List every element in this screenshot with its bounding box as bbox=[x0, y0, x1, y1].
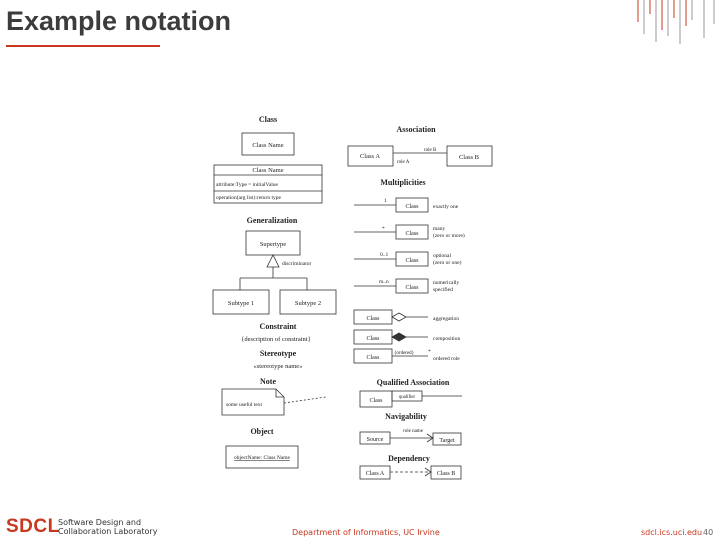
object-text: objectName: Class Name bbox=[234, 455, 290, 461]
constraint-heading: Constraint bbox=[260, 322, 297, 331]
exactly-one-label: exactly one bbox=[433, 204, 459, 210]
mult-numeric-label: m..n bbox=[379, 279, 389, 285]
corner-decoration bbox=[637, 0, 715, 44]
lab-name-line1: Software Design and bbox=[58, 518, 142, 527]
stereotype-text: «stereotype name» bbox=[254, 363, 303, 370]
note-heading: Note bbox=[260, 377, 276, 386]
mult-one-label: 1 bbox=[384, 198, 387, 204]
ordered-class: Class bbox=[366, 355, 380, 361]
role-a-label: role A bbox=[397, 160, 410, 165]
site-url[interactable]: sdcl.ics.uci.edu bbox=[641, 528, 703, 537]
mult-optional-label: 0..1 bbox=[380, 252, 389, 258]
supertype-label: Supertype bbox=[260, 241, 286, 248]
qualifier-label: qualifier bbox=[399, 395, 416, 400]
zero-or-more-label: (zero or more) bbox=[433, 232, 465, 239]
ordered-tag: {ordered} bbox=[394, 351, 414, 356]
operation-line: operation(arg list):return type bbox=[216, 194, 282, 201]
qualified-class: Class bbox=[369, 398, 383, 404]
subtype1-label: Subtype 1 bbox=[228, 300, 254, 307]
dependency-heading: Dependency bbox=[388, 454, 430, 463]
specified-label: specified bbox=[433, 286, 453, 293]
uml-notation-svg: Class Class Name Class Name attribute:Ty… bbox=[212, 115, 493, 480]
class-heading: Class bbox=[259, 115, 277, 124]
page-number: 40 bbox=[703, 528, 714, 537]
mult-class-2: Class bbox=[405, 231, 419, 237]
mult-many-label: * bbox=[382, 226, 385, 232]
slide-title: Example notation bbox=[6, 6, 232, 36]
ordered-role-label: ordered role bbox=[433, 356, 460, 362]
many-label: many bbox=[433, 226, 445, 232]
dependency-class-b: Class B bbox=[437, 471, 456, 477]
optional-label: optional bbox=[433, 253, 451, 259]
source-label: Source bbox=[367, 437, 384, 443]
mult-class-4: Class bbox=[405, 285, 419, 291]
aggregation-class: Class bbox=[366, 316, 380, 322]
generalization-heading: Generalization bbox=[247, 216, 298, 225]
mult-class-3: Class bbox=[405, 258, 419, 264]
object-heading: Object bbox=[250, 427, 273, 436]
composition-label: composition bbox=[433, 336, 460, 342]
constraint-text: {description of constraint} bbox=[241, 336, 310, 343]
ordered-star: * bbox=[428, 349, 431, 355]
mult-class-1: Class bbox=[405, 204, 419, 210]
navigability-heading: Navigability bbox=[385, 412, 427, 421]
class-detail-name: Class Name bbox=[252, 167, 283, 174]
title-underline bbox=[6, 45, 160, 47]
lab-name-line2: Collaboration Laboratory bbox=[58, 527, 158, 536]
association-heading: Association bbox=[396, 125, 436, 134]
stereotype-heading: Stereotype bbox=[260, 349, 297, 358]
role-b-label: role B bbox=[424, 148, 437, 153]
zero-or-one-label: (zero or one) bbox=[433, 259, 462, 266]
role-name-label: role name bbox=[403, 429, 424, 434]
composition-class: Class bbox=[366, 336, 380, 342]
department-text: Department of Informatics, UC Irvine bbox=[292, 528, 440, 537]
dependency-class-a: Class A bbox=[366, 471, 385, 477]
class-b-label: Class B bbox=[459, 154, 480, 161]
attribute-line: attribute:Type = initialValue bbox=[216, 182, 279, 188]
uml-notation-diagram: Class Class Name Class Name attribute:Ty… bbox=[206, 108, 516, 486]
multiplicities-heading: Multiplicities bbox=[380, 178, 425, 187]
aggregation-label: aggregation bbox=[433, 316, 459, 322]
qualified-heading: Qualified Association bbox=[377, 378, 450, 387]
lab-name: Software Design and Collaboration Labora… bbox=[58, 518, 157, 536]
class-name-label: Class Name bbox=[252, 142, 283, 149]
sdcl-logo: SDCL bbox=[6, 516, 60, 537]
note-text: some useful text bbox=[226, 401, 263, 408]
discriminator-label: discriminator bbox=[282, 261, 311, 267]
numerically-label: numerically bbox=[433, 280, 460, 286]
target-label: Target bbox=[439, 438, 454, 444]
subtype2-label: Subtype 2 bbox=[295, 300, 321, 307]
class-a-label: Class A bbox=[360, 153, 380, 160]
